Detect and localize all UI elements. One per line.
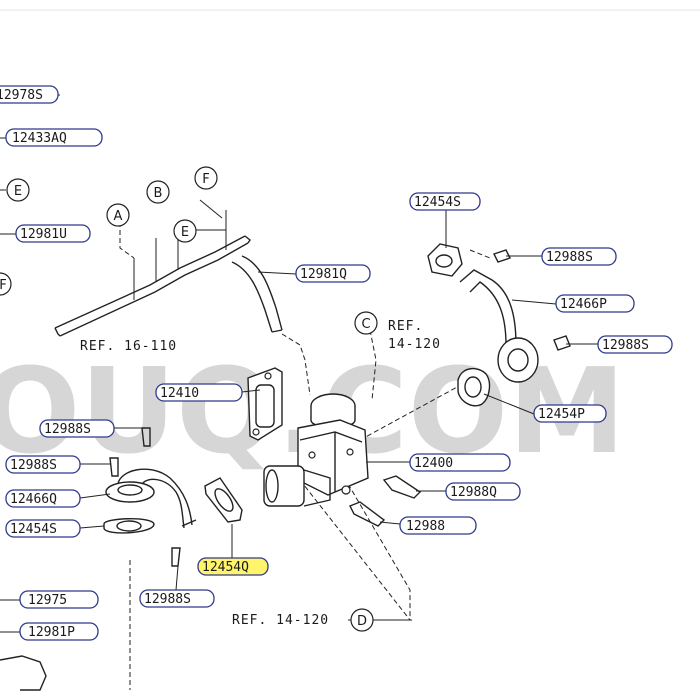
svg-text:12975: 12975 [28,593,67,608]
svg-text:D: D [357,614,367,629]
pipe-ref-16-110 [54,210,251,337]
dash-gasket [359,371,481,441]
bolts-right [493,249,571,351]
gasket-12454s-left [103,518,155,534]
gasket-12410 [247,367,283,441]
part-label-12988s-right[interactable]: 12988S [597,335,673,354]
part-label-12988q[interactable]: 12988Q [445,482,521,501]
dash-c [369,329,377,401]
svg-text:12410: 12410 [160,386,199,401]
ref-14-120-bottom: REF. 14-120 [232,613,329,628]
gasket-12454p [457,367,491,407]
part-label-12454p[interactable]: 12454P [533,404,607,423]
svg-text:12988S: 12988S [546,250,593,265]
part-label-12454q[interactable]: 12454Q [197,557,269,576]
svg-text:12454P: 12454P [538,407,585,422]
part-label-12981u[interactable]: 12981U [15,224,91,243]
callout-b: B [146,180,170,204]
gasket-12454s-top [427,243,463,277]
part-label-12978s[interactable]: 12978S [0,85,59,104]
svg-text:F: F [0,278,7,293]
part-label-12988s-left1[interactable]: 12988S [39,419,115,438]
svg-text:12981U: 12981U [20,227,67,242]
svg-text:C: C [361,317,370,332]
part-label-12981q[interactable]: 12981Q [295,264,371,283]
pipe-12466p [459,269,539,383]
part-label-12988s-left2[interactable]: 12988S [5,455,81,474]
part-label-12981p[interactable]: 12981P [19,622,99,641]
callout-d: D [350,608,374,632]
part-label-12988s-bottom[interactable]: 12988S [139,589,215,608]
part-label-12988[interactable]: 12988 [399,516,477,535]
svg-text:12988S: 12988S [144,592,191,607]
svg-text:12981P: 12981P [28,625,75,640]
svg-text:12433AQ: 12433AQ [12,131,67,146]
svg-text:12454Q: 12454Q [202,560,249,575]
svg-text:12454S: 12454S [10,522,57,537]
svg-text:12466P: 12466P [560,297,607,312]
dash-hose [281,333,311,396]
ref-14-120-top-line1: REF. [388,319,423,334]
part-label-12433aq[interactable]: 12433AQ [5,128,103,147]
ref-16-110: REF. 16-110 [80,339,177,354]
svg-text:12466Q: 12466Q [10,492,57,507]
callout-a: A [106,203,130,227]
callout-f: F [194,166,218,190]
ref-14-120-top-line2: 14-120 [388,337,441,352]
part-label-12400[interactable]: 12400 [409,453,511,472]
callout-e-right: E [173,219,197,243]
pipe-12466q [105,468,197,529]
svg-text:12978S: 12978S [0,88,43,103]
svg-text:12988: 12988 [406,519,445,534]
svg-text:E: E [14,184,22,199]
part-label-12410[interactable]: 12410 [155,383,243,402]
svg-text:12988S: 12988S [10,458,57,473]
dash-d1 [299,479,411,621]
dash-top-right [469,249,491,259]
svg-text:A: A [114,209,123,224]
part-label-12975[interactable]: 12975 [19,590,99,609]
part-label-12466p[interactable]: 12466P [555,294,635,313]
svg-text:12454S: 12454S [414,195,461,210]
part-label-12454s-left[interactable]: 12454S [5,519,81,538]
part-label-12988s-top[interactable]: 12988S [541,247,617,266]
svg-text:12400: 12400 [414,456,453,471]
svg-text:E: E [181,225,189,240]
callout-c: C [354,311,378,335]
bolts-egr [349,475,422,527]
svg-text:B: B [154,186,163,201]
callout-e-left: E [6,178,30,202]
part-label-12466q[interactable]: 12466Q [5,489,81,508]
svg-text:12988Q: 12988Q [450,485,497,500]
gasket-12454q [204,477,243,523]
svg-text:12981Q: 12981Q [300,267,347,282]
egr-valve-12400 [263,393,369,507]
part-label-12454s-top[interactable]: 12454S [409,192,481,211]
callout-f-left: F [0,272,12,296]
svg-text:12988S: 12988S [602,338,649,353]
hose-12981q [231,255,283,333]
dash-a [119,222,135,259]
dash-d2 [339,469,411,620]
svg-text:F: F [202,172,209,187]
svg-text:12988S: 12988S [44,422,91,437]
connector-fragment [0,655,47,691]
